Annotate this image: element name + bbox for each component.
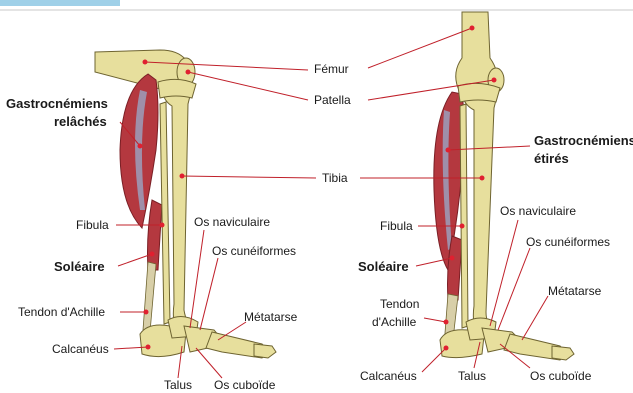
left-knee-joint-shape xyxy=(158,79,196,98)
left-achilles-shape xyxy=(143,262,156,332)
label-talus-right: Talus xyxy=(458,370,486,382)
label-metatarsal-left: Métatarse xyxy=(244,311,297,323)
label-achilles-right-line1: Tendon xyxy=(380,298,419,310)
label-calcaneus-right: Calcanéus xyxy=(360,370,417,382)
label-femur: Fémur xyxy=(314,63,349,75)
label-gastrocnemius-relaxed-line2: relâchés xyxy=(54,115,107,128)
label-tibia: Tibia xyxy=(322,172,348,184)
label-achilles-right-line2: d'Achille xyxy=(372,316,416,328)
label-gastrocnemius-stretched-line1: Gastrocnémiens xyxy=(534,134,633,147)
right-toes-shape xyxy=(552,346,574,360)
label-calcaneus-left: Calcanéus xyxy=(52,343,109,355)
label-gastrocnemius-relaxed-line1: Gastrocnémiens xyxy=(6,97,108,110)
label-navicular-left: Os naviculaire xyxy=(194,216,270,228)
right-knee-joint-shape xyxy=(458,83,500,102)
label-soleus-left: Soléaire xyxy=(54,260,105,273)
left-soleus-shape xyxy=(148,200,163,270)
top-banner xyxy=(0,0,633,10)
label-talus-left: Talus xyxy=(164,379,192,391)
label-soleus-right: Soléaire xyxy=(358,260,409,273)
right-fibula-shape xyxy=(460,104,468,328)
label-achilles-left: Tendon d'Achille xyxy=(18,306,105,318)
label-cuboid-right: Os cuboïde xyxy=(530,370,591,382)
label-fibula-left: Fibula xyxy=(76,219,109,231)
left-fibula-shape xyxy=(160,102,170,324)
right-leg-illustration xyxy=(434,12,574,360)
label-cuboid-left: Os cuboïde xyxy=(214,379,275,391)
label-navicular-right: Os naviculaire xyxy=(500,205,576,217)
label-patella: Patella xyxy=(314,94,351,106)
label-gastrocnemius-stretched-line2: étirés xyxy=(534,152,569,165)
label-fibula-right: Fibula xyxy=(380,220,413,232)
left-toes-shape xyxy=(254,344,276,358)
label-cuneiform-left: Os cunéiformes xyxy=(212,245,296,257)
label-metatarsal-right: Métatarse xyxy=(548,285,601,297)
label-cuneiform-right: Os cunéiformes xyxy=(526,236,610,248)
